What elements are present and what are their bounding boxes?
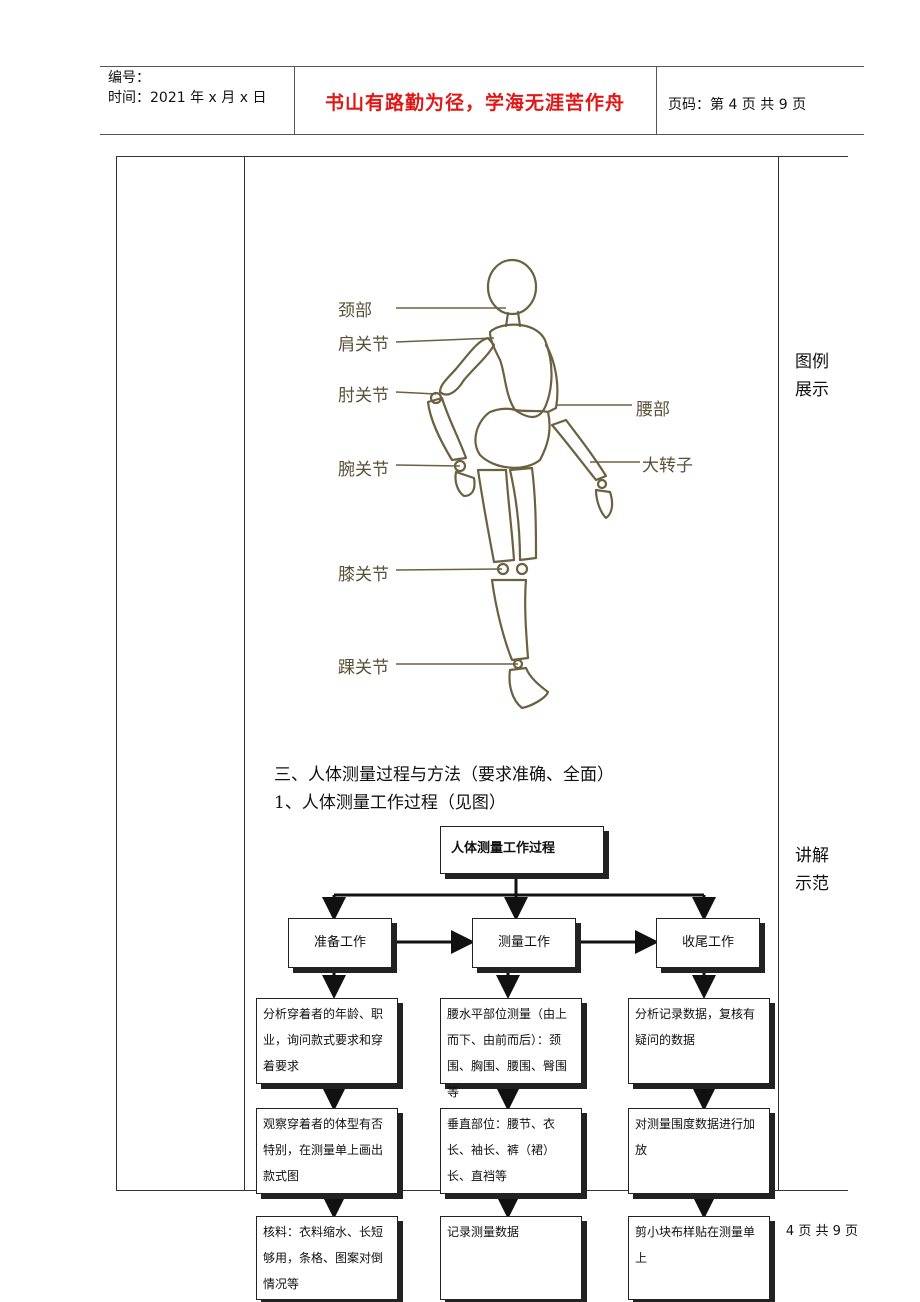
label-knee: 膝关节 [338, 565, 389, 585]
measure-step-2: 垂直部位：腰节、衣长、袖长、裤（裙）长、直裆等 [440, 1108, 582, 1194]
stage-measure: 测量工作 [472, 918, 576, 968]
label-elbow: 肘关节 [338, 386, 389, 406]
measure-step-1: 腰水平部位测量（由上而下、由前而后）：颈围、胸围、腰围、臀围等 [440, 998, 582, 1099]
figure-pelvis [474, 407, 551, 469]
document-number-label: 编号： [108, 70, 150, 86]
figure-shin [490, 578, 530, 662]
flowchart-title-box: 人体测量工作过程 [440, 826, 604, 874]
header-divider-2 [656, 66, 657, 134]
finish-step-3: 剪小块布样贴在测量单上 [628, 1216, 770, 1300]
header-motto: 书山有路勤为径，学海无涯苦作舟 [324, 92, 625, 114]
stage-finish: 收尾工作 [656, 918, 760, 968]
table-top-rule [116, 156, 848, 157]
label-shoulder: 肩关节 [338, 335, 389, 355]
figure-foot [508, 666, 550, 710]
footer-page-number: 4 页 共 9 页 [785, 1224, 858, 1239]
finish-step-2: 对测量围度数据进行加放 [628, 1108, 770, 1194]
label-ankle: 踝关节 [338, 658, 389, 678]
header-page-code: 页码：第 4 页 共 9 页 [668, 97, 807, 113]
finish-step-1: 分析记录数据，复核有疑问的数据 [628, 998, 770, 1084]
label-wrist: 腕关节 [338, 460, 389, 480]
prepare-step-1: 分析穿着者的年龄、职业，询问款式要求和穿着要求 [256, 998, 398, 1084]
figure-upper-arm-left [438, 336, 496, 396]
flowchart-connectors [322, 874, 716, 1219]
document-time-label: 时间：2021 年 x 月 x 日 [108, 90, 267, 106]
section-heading: 三、人体测量过程与方法（要求准确、全面） [274, 765, 614, 785]
figure-thigh-left [476, 468, 516, 564]
label-neck: 颈部 [338, 301, 372, 321]
side-label-figure: 图例展示 [795, 352, 829, 400]
label-hip: 大转子 [642, 456, 693, 476]
header-top-rule [100, 66, 864, 67]
table-col-divider [244, 156, 245, 1191]
stage-prepare: 准备工作 [288, 918, 392, 968]
table-right-divider [778, 156, 779, 1191]
side-label-demo: 讲解示范 [795, 846, 829, 894]
figure-forearm-left [426, 396, 468, 462]
figure-thigh-right [508, 466, 538, 562]
figure-head [486, 258, 538, 316]
label-waist: 腰部 [636, 400, 670, 420]
table-left-border [116, 156, 117, 1191]
human-joint-figure [395, 258, 640, 710]
figure-torso [488, 323, 553, 418]
header-meta: 编号： 时间：2021 年 x 月 x 日 [108, 68, 266, 108]
figure-forearm-right [550, 418, 608, 482]
prepare-step-2: 观察穿着者的体型有否特别，在测量单上画出款式图 [256, 1108, 398, 1194]
measure-step-3: 记录测量数据 [440, 1216, 582, 1300]
header-bottom-rule [100, 134, 864, 135]
header-divider-1 [294, 66, 295, 134]
section-subheading: 1、人体测量工作过程（见图） [274, 793, 506, 813]
prepare-step-3: 核料：衣料缩水、长短够用，条格、图案对倒情况等 [256, 1216, 398, 1300]
